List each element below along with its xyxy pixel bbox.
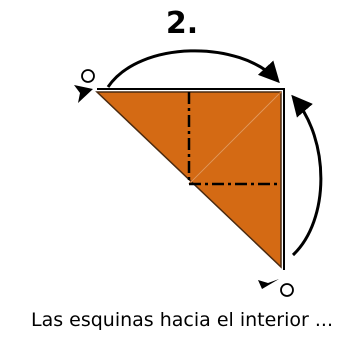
pointer-icon xyxy=(74,85,93,103)
caption: Las esquinas hacia el interior ... xyxy=(30,309,333,331)
curved-arrow-icon-right xyxy=(291,94,323,257)
point-marker-icon xyxy=(81,69,95,83)
curved-arrow-icon xyxy=(106,49,280,88)
point-marker-icon-bottom xyxy=(280,283,294,297)
diagonal-crease-highlight xyxy=(190,93,280,183)
pointer-icon-bottom xyxy=(258,279,279,289)
step-number: 2. xyxy=(165,6,199,41)
